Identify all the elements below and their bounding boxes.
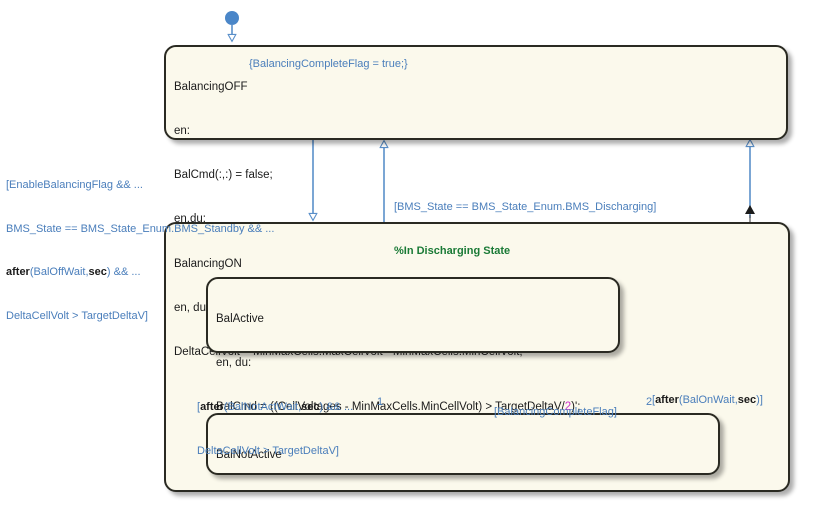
label-line-3: after(BalOffWait,sec) && ...	[6, 265, 274, 280]
label-bracket-open: [	[197, 401, 201, 413]
transition-default-to-balancingoff[interactable]	[225, 11, 239, 41]
transition-order-1: 1	[377, 396, 384, 408]
label-line-3b: ) && ...	[106, 266, 141, 278]
state-body-line: en,du:	[174, 212, 206, 225]
label-on-to-off-middle[interactable]: [BMS_State == BMS_State_Enum.BMS_Dischar…	[394, 171, 656, 287]
state-body-line: en:	[174, 124, 190, 137]
label-notactive-to-active[interactable]: [after(BalNotActWait,sec) && ... DeltaCe…	[197, 371, 353, 487]
label-close: )]	[756, 394, 763, 406]
label-default-to-balancingoff[interactable]: {BalancingCompleteFlag = true;}	[249, 28, 408, 101]
label-active-to-notactive[interactable]: [BalancingCompleteFlag]	[494, 376, 617, 449]
label-line-4: DeltaCellVolt > TargetDeltaV]	[6, 309, 148, 322]
bal-active-expr-b: )';	[571, 400, 581, 413]
label-line-1: [EnableBalancingFlag && ...	[6, 179, 143, 191]
state-bal-not-active[interactable]: BalNotActive	[206, 413, 720, 475]
state-name-balancing-on: BalancingON	[174, 258, 242, 271]
bal-active-literal-2: 2	[564, 400, 572, 413]
label-line-2: DeltaCellVolt > TargetDeltaV]	[197, 444, 339, 457]
keyword-sec: sec	[301, 401, 320, 413]
label-condition: [BalancingCompleteFlag]	[494, 406, 617, 418]
label-line-1: [after(BalNotActWait,sec) && ...	[197, 400, 353, 415]
keyword-sec: sec	[737, 394, 757, 406]
state-bal-active[interactable]: BalActive en, du: BalCmd = ((CellVoltage…	[206, 277, 620, 457]
bal-active-expr-a: BalCmd = ((CellVoltages - MinMaxCells.Mi…	[216, 400, 565, 413]
state-body-line: BalCmd(:,:) = false;	[174, 168, 273, 181]
label-line-2: BMS_State == BMS_State_Enum.BMS_Standby …	[6, 222, 275, 235]
keyword-sec: sec	[88, 266, 107, 278]
label-comment: %In Discharging State	[394, 244, 511, 257]
keyword-after: after	[200, 401, 224, 413]
transition-order-2: 2	[646, 396, 653, 408]
state-body-line: en, du:	[174, 301, 210, 314]
label-line-3a: (BalOffWait,	[29, 266, 89, 278]
state-name-bal-active: BalActive	[216, 313, 264, 326]
keyword-after: after	[655, 394, 679, 406]
state-name-balancing-off: BalancingOFF	[174, 81, 248, 94]
label-line-1a: (BalNotActWait,	[223, 401, 302, 413]
label-to-terminator[interactable]: [after(BalOnWait,sec)]	[652, 364, 763, 437]
label-off-to-on-left[interactable]: [EnableBalancingFlag && ... BMS_State ==…	[6, 149, 274, 352]
state-body-line: en, du:	[216, 356, 252, 369]
label-bracket-open: [	[652, 394, 656, 406]
state-body-line-expr: BalCmd = ((CellVoltages - MinMaxCells.Mi…	[216, 400, 612, 415]
keyword-after: after	[6, 266, 30, 278]
label-line-1: [after(BalOnWait,sec)]	[652, 393, 763, 408]
label-line-1b: ) && ...	[319, 401, 354, 413]
state-name-bal-not-active: BalNotActive	[216, 449, 282, 462]
label-arg: (BalOnWait,	[678, 394, 738, 406]
label-text: {BalancingCompleteFlag = true;}	[249, 58, 408, 70]
label-condition: [BMS_State == BMS_State_Enum.BMS_Dischar…	[394, 201, 657, 213]
